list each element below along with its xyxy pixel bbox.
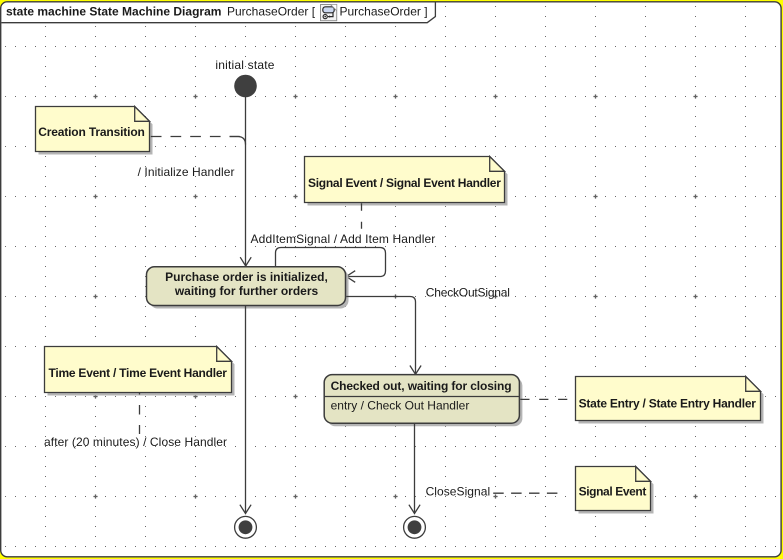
svg-text:initial state: initial state — [215, 58, 274, 72]
svg-text:CloseSignal: CloseSignal — [426, 485, 491, 499]
svg-text:AddItemSignal / Add Item Handl: AddItemSignal / Add Item Handler — [251, 232, 436, 246]
svg-text:PurchaseOrder [: PurchaseOrder [ — [227, 4, 316, 18]
svg-text:Signal Event: Signal Event — [579, 485, 647, 499]
svg-text:Creation Transition: Creation Transition — [38, 125, 145, 139]
svg-text:entry / Check Out Handler: entry / Check Out Handler — [331, 399, 470, 413]
svg-text:CheckOutSignal: CheckOutSignal — [426, 286, 510, 300]
svg-text:Checked out, waiting for closi: Checked out, waiting for closing — [331, 379, 512, 393]
svg-text:state machine State Machine Di: state machine State Machine Diagram — [6, 4, 221, 18]
svg-text:PurchaseOrder ]: PurchaseOrder ] — [340, 4, 428, 18]
svg-text:Signal Event / Signal Event Ha: Signal Event / Signal Event Handler — [308, 176, 501, 190]
svg-text:State Entry / State Entry Hand: State Entry / State Entry Handler — [579, 397, 757, 411]
svg-text:waiting for further orders: waiting for further orders — [174, 284, 319, 298]
svg-text:Time Event / Time Event Handle: Time Event / Time Event Handler — [49, 366, 228, 380]
svg-text:after (20 minutes) / Close Han: after (20 minutes) / Close Handler — [44, 435, 227, 449]
svg-text:/ Initialize Handler: / Initialize Handler — [138, 165, 235, 179]
svg-text:Purchase order is initialized,: Purchase order is initialized, — [165, 270, 328, 284]
